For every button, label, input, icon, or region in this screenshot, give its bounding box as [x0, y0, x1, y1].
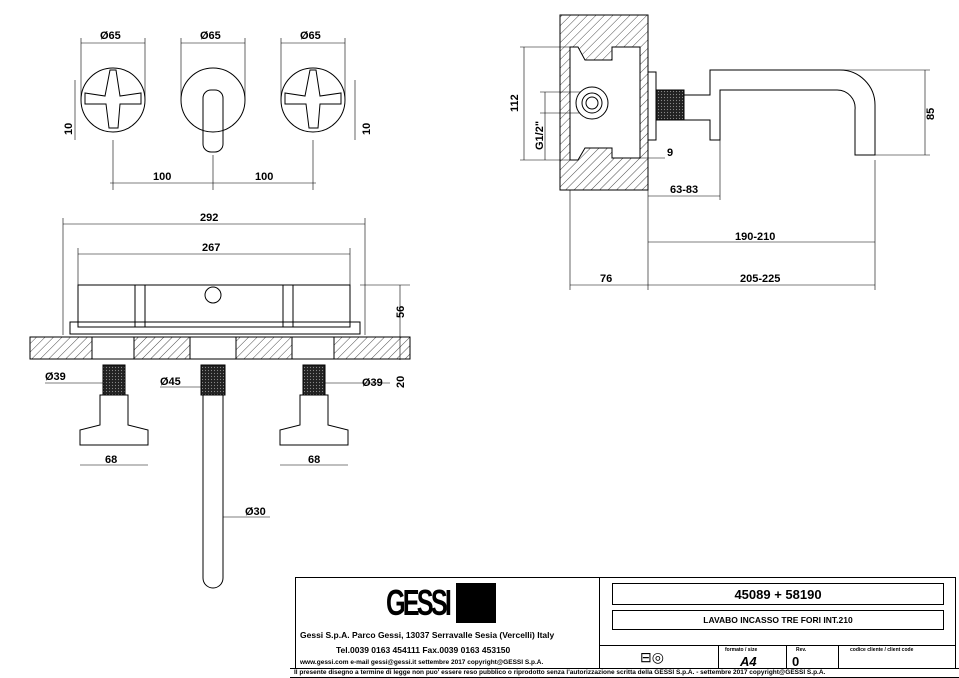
- dim-thread: G1/2": [534, 121, 546, 150]
- dim-inner-width: 267: [202, 242, 220, 254]
- gessi-logo: GESSI: [386, 582, 497, 623]
- dim-height-left: 10: [63, 123, 75, 135]
- side-view: 112 G1/2" 9 85 63-83 190-210 76 205-225: [509, 14, 937, 290]
- description-box: LAVABO INCASSO TRE FORI INT.210: [612, 610, 944, 630]
- dim-height: 112: [509, 94, 521, 112]
- dim-overall-width: 292: [200, 212, 218, 224]
- product-description: LAVABO INCASSO TRE FORI INT.210: [703, 615, 853, 625]
- rev-label: Rev.: [796, 647, 807, 653]
- format-value: A4: [740, 654, 757, 669]
- dim-height-right: 10: [361, 123, 373, 135]
- handle-left: [80, 67, 146, 133]
- footer-notice-box: Il presente disegno a termine di legge n…: [290, 668, 959, 678]
- dim-range-2: 190-210: [735, 231, 775, 243]
- dim-gap: 9: [667, 147, 673, 159]
- dim-dia-right: Ø39: [362, 377, 383, 389]
- dim-spout-dia: Ø30: [245, 506, 266, 518]
- dim-range-1: 63-83: [670, 184, 698, 196]
- product-code-box: 45089 + 58190: [612, 583, 944, 605]
- company-cell: GESSI Gessi S.p.A. Parco Gessi, 13037 Se…: [295, 577, 600, 669]
- rev-value: 0: [792, 654, 800, 669]
- dim-wall-depth: 76: [600, 273, 612, 285]
- company-web: www.gessi.com e-mail gessi@gessi.it sett…: [300, 659, 544, 666]
- dim-dia-center: Ø65: [200, 30, 221, 42]
- dim-dia-left: Ø65: [100, 30, 121, 42]
- company-address: Gessi S.p.A. Parco Gessi, 13037 Serraval…: [300, 630, 555, 640]
- dim-spacing-right: 100: [255, 171, 273, 183]
- dim-spacing-left: 100: [153, 171, 171, 183]
- dim-wall-offset: 20: [395, 376, 407, 388]
- dim-dia-right: Ø65: [300, 30, 321, 42]
- spout-front: [180, 67, 246, 153]
- product-code: 45089 + 58190: [734, 587, 822, 602]
- dim-box-depth: 56: [395, 306, 407, 318]
- plan-view: 292 267 56 20 Ø39 Ø45 Ø39 68 68 Ø30: [29, 212, 411, 589]
- info-row: ⊟◎ formato / size A4 Rev. 0 codice clien…: [599, 645, 956, 669]
- dim-handle-left: 68: [105, 454, 117, 466]
- dim-spout-height: 85: [925, 108, 937, 120]
- handle-right: [280, 67, 346, 133]
- client-code-label: codice cliente / client code: [850, 647, 914, 653]
- front-view: Ø65 Ø65 Ø65 10 10 100 100: [63, 30, 373, 190]
- copyright-notice: Il presente disegno a termine di legge n…: [294, 669, 826, 676]
- format-label: formato / size: [725, 647, 758, 653]
- dim-dia-center: Ø45: [160, 376, 181, 388]
- projection-symbol-icon: ⊟◎: [640, 649, 664, 665]
- dim-range-3: 205-225: [740, 273, 780, 285]
- dim-handle-right: 68: [308, 454, 320, 466]
- dim-dia-left: Ø39: [45, 371, 66, 383]
- company-phone: Tel.0039 0163 454111 Fax.0039 0163 45315…: [336, 645, 511, 655]
